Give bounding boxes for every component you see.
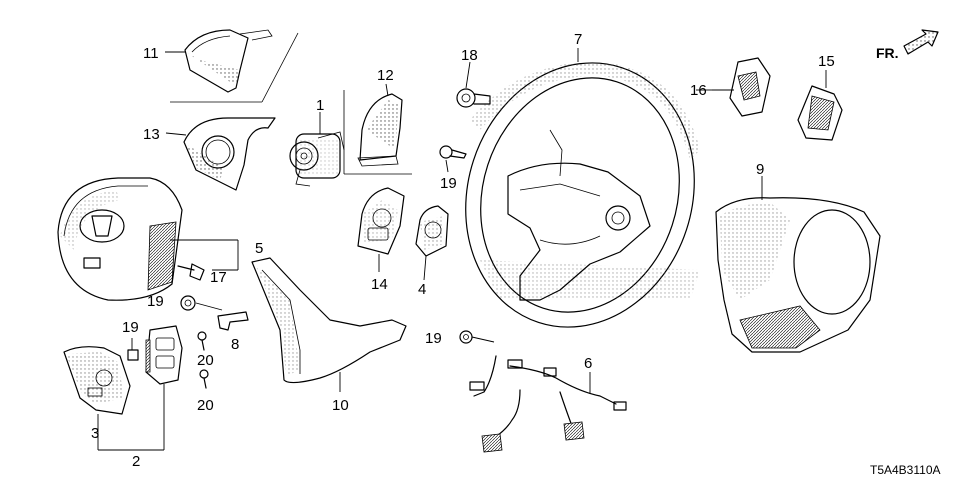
part-19-bolt-c — [439, 145, 467, 159]
callout-14: 14 — [371, 276, 388, 293]
callout-1: 1 — [316, 97, 324, 114]
part-3-switch — [63, 346, 131, 415]
callout-4: 4 — [418, 281, 426, 298]
part-8-bracket — [217, 311, 249, 331]
part-6-wire-harness — [469, 355, 627, 453]
part-1-clock-spring — [289, 131, 345, 187]
part-20-screw-a — [197, 331, 207, 351]
callout-20-upper: 20 — [197, 352, 214, 369]
leader-lines — [131, 51, 712, 350]
callout-20-lower: 20 — [197, 397, 214, 414]
callout-12: 12 — [377, 67, 394, 84]
callout-19-upper: 19 — [440, 175, 457, 192]
part-19-nut-a — [180, 295, 223, 311]
callout-19-left: 19 — [147, 293, 164, 310]
callout-19-center: 19 — [425, 330, 442, 347]
part-17-bolt — [177, 263, 205, 281]
part-15-paddle — [797, 70, 843, 141]
part-13-garnish — [183, 117, 276, 191]
callout-10: 10 — [332, 397, 349, 414]
callout-17: 17 — [210, 269, 227, 286]
callout-6: 6 — [584, 355, 592, 372]
callout-2: 2 — [132, 453, 140, 470]
direction-label: FR. — [876, 45, 899, 61]
part-12-switch-cover — [343, 90, 412, 175]
part-5-airbag — [57, 177, 239, 301]
part-14-switch — [357, 187, 405, 255]
callout-13: 13 — [143, 126, 160, 143]
part-2-switch — [145, 325, 183, 385]
callout-15: 15 — [818, 53, 835, 70]
front-direction-arrow — [903, 29, 939, 55]
part-16-paddle — [712, 57, 771, 117]
part-11-upper-cover — [170, 29, 299, 103]
diagram-code: T5A4B3110A — [870, 463, 941, 477]
callout-3: 3 — [91, 425, 99, 442]
part-9-rear-cover — [715, 176, 881, 353]
callout-bracket-3-2 — [97, 384, 165, 451]
callout-5: 5 — [255, 240, 263, 257]
callout-19-lower: 19 — [122, 319, 139, 336]
callout-16: 16 — [690, 82, 707, 99]
part-19-nut-d — [459, 330, 495, 344]
part-4-switch — [415, 205, 449, 257]
callout-18: 18 — [461, 47, 478, 64]
callout-8: 8 — [231, 336, 239, 353]
callout-7: 7 — [574, 31, 582, 48]
part-10-lower-garnish — [251, 257, 407, 392]
part-7-steering-wheel — [465, 48, 700, 328]
callout-11: 11 — [143, 45, 159, 62]
callout-9: 9 — [756, 161, 764, 178]
part-20-screw-b — [199, 369, 209, 389]
part-19-bolt-b — [127, 349, 139, 361]
